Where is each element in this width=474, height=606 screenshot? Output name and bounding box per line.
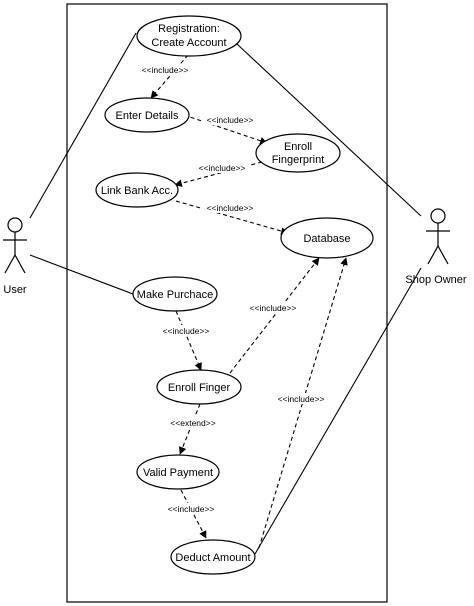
svg-text:Enroll Finger: Enroll Finger bbox=[168, 382, 231, 394]
svg-text:Registration:: Registration: bbox=[158, 23, 220, 35]
svg-text:<<extend>>: <<extend>> bbox=[170, 418, 215, 428]
usecase-link-bank-account[interactable]: Link Bank Acc. bbox=[95, 172, 179, 208]
dep-enter-details-enroll-fingerprint bbox=[183, 114, 268, 145]
svg-text:Link Bank Acc.: Link Bank Acc. bbox=[101, 185, 173, 197]
svg-text:<<include>>: <<include>> bbox=[163, 326, 210, 336]
actor-shop-owner[interactable] bbox=[426, 208, 450, 265]
label-payment-deduct: <<include>> bbox=[162, 503, 220, 514]
label-bank-db: <<include>> bbox=[201, 202, 259, 213]
svg-text:Database: Database bbox=[303, 233, 350, 245]
usecase-registration-create-account[interactable]: Registration: Create Account bbox=[136, 15, 242, 57]
label-finger-db: <<include>> bbox=[244, 302, 302, 313]
svg-text:Enroll: Enroll bbox=[284, 141, 312, 153]
actor-user[interactable] bbox=[3, 217, 27, 274]
system-boundary bbox=[66, 3, 388, 603]
label-reg-details: <<include>> bbox=[136, 64, 194, 75]
svg-text:Enter Details: Enter Details bbox=[116, 110, 179, 122]
label-details-fp: <<include>> bbox=[201, 114, 259, 125]
usecase-enter-details[interactable]: Enter Details bbox=[104, 97, 190, 133]
assoc-user-registration bbox=[29, 32, 137, 219]
label-purchase-finger: <<include>> bbox=[157, 325, 215, 336]
svg-text:Deduct Amount: Deduct Amount bbox=[175, 552, 250, 564]
usecase-enroll-finger[interactable]: Enroll Finger bbox=[156, 369, 242, 405]
usecase-database[interactable]: Database bbox=[280, 217, 374, 259]
usecase-make-purchase[interactable]: Make Purchace bbox=[132, 276, 218, 312]
usecase-enroll-fingerprint[interactable]: Enroll Fingerprint bbox=[255, 133, 341, 173]
actor-user-head bbox=[7, 217, 23, 233]
dep-link-bank-database bbox=[175, 200, 289, 235]
svg-text:<<include>>: <<include>> bbox=[168, 504, 215, 514]
svg-text:Make Purchace: Make Purchace bbox=[137, 289, 213, 301]
actor-shop-owner-head bbox=[430, 208, 446, 224]
usecase-deduct-amount[interactable]: Deduct Amount bbox=[170, 539, 256, 575]
assoc-user-make-purchase bbox=[29, 254, 134, 295]
dep-valid-payment-deduct-amount bbox=[180, 489, 207, 539]
dep-registration-enter-details bbox=[150, 54, 189, 99]
svg-text:<<include>>: <<include>> bbox=[278, 394, 325, 404]
svg-text:<<include>>: <<include>> bbox=[142, 65, 189, 75]
svg-text:Create Account: Create Account bbox=[151, 37, 226, 49]
dep-deduct-amount-database bbox=[258, 257, 348, 549]
assoc-shopowner-deduct-amount bbox=[254, 267, 422, 555]
svg-text:Valid Payment: Valid Payment bbox=[143, 467, 213, 479]
svg-text:<<include>>: <<include>> bbox=[199, 163, 246, 173]
dep-enroll-finger-valid-payment bbox=[178, 403, 201, 455]
svg-text:Fingerprint: Fingerprint bbox=[272, 154, 325, 166]
actor-shop-owner-label: Shop Owner bbox=[405, 274, 466, 286]
label-fp-bank: <<include>> bbox=[193, 162, 251, 173]
svg-text:<<include>>: <<include>> bbox=[207, 203, 254, 213]
actor-user-label: User bbox=[3, 284, 27, 296]
usecase-valid-payment[interactable]: Valid Payment bbox=[136, 454, 220, 490]
svg-text:<<include>>: <<include>> bbox=[207, 115, 254, 125]
assoc-shopowner-registration bbox=[236, 43, 422, 217]
dep-make-purchase-enroll-finger bbox=[175, 310, 202, 371]
dep-enroll-finger-database bbox=[229, 257, 320, 374]
label-deduct-db: <<include>> bbox=[272, 393, 330, 404]
label-finger-payment: <<extend>> bbox=[165, 417, 221, 428]
svg-text:<<include>>: <<include>> bbox=[250, 303, 297, 313]
